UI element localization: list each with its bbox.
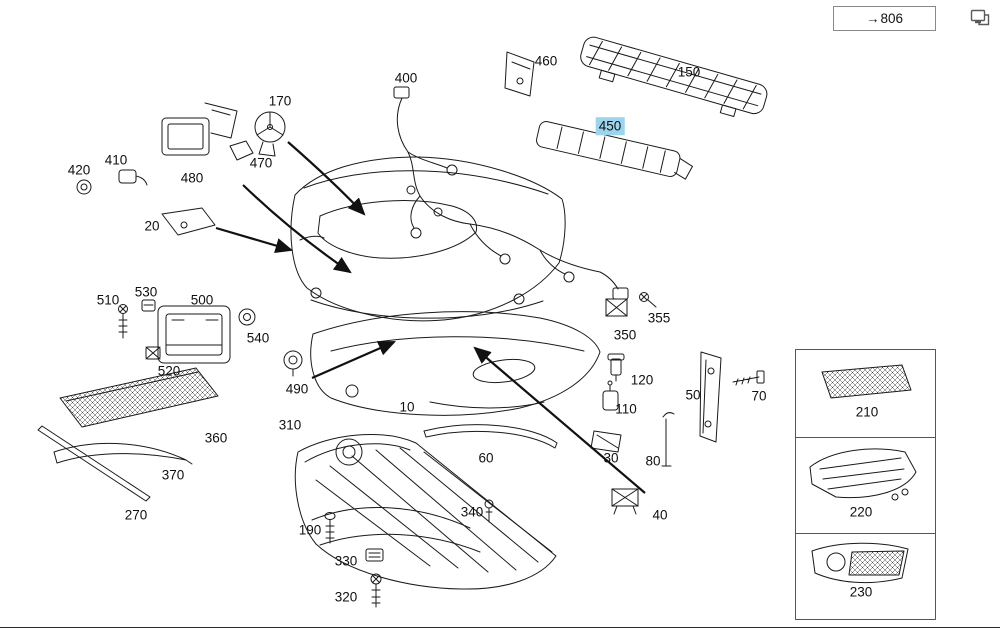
page-bottom-border [0,627,1000,628]
part-label-320[interactable]: 320 [334,589,358,605]
part-label-50[interactable]: 50 [685,387,701,403]
part-label-330[interactable]: 330 [334,553,358,569]
part-label-340[interactable]: 340 [460,504,484,520]
part-label-20[interactable]: 20 [144,218,160,234]
part-label-310[interactable]: 310 [278,417,302,433]
part-label-400[interactable]: 400 [394,70,418,86]
variant-cell-210[interactable] [796,350,935,437]
print-icon[interactable] [968,8,992,28]
part-label-120[interactable]: 120 [630,372,654,388]
nav-diagram-number: 806 [880,11,904,26]
part-label-60[interactable]: 60 [478,450,494,466]
part-label-40[interactable]: 40 [652,507,668,523]
part-label-230[interactable]: 230 [849,584,873,600]
part-label-210[interactable]: 210 [855,404,879,420]
part-label-70[interactable]: 70 [751,388,767,404]
part-label-270[interactable]: 270 [124,507,148,523]
part-label-490[interactable]: 490 [285,381,309,397]
part-label-190[interactable]: 190 [298,522,322,538]
part-label-150[interactable]: 150 [677,64,701,80]
part-label-170[interactable]: 170 [268,93,292,109]
variant-cell-230[interactable] [796,533,935,619]
part-label-530[interactable]: 530 [134,284,158,300]
part-label-355[interactable]: 355 [647,310,671,326]
part-label-10[interactable]: 10 [399,399,415,415]
part-label-500[interactable]: 500 [190,292,214,308]
part-label-480[interactable]: 480 [180,170,204,186]
part-label-510[interactable]: 510 [96,292,120,308]
part-label-420[interactable]: 420 [67,162,91,178]
part-label-30[interactable]: 30 [603,450,619,466]
part-label-370[interactable]: 370 [161,467,185,483]
part-label-220[interactable]: 220 [849,504,873,520]
part-label-350[interactable]: 350 [613,327,637,343]
part-label-450[interactable]: 450 [595,117,625,135]
part-label-80[interactable]: 80 [645,453,661,469]
part-label-460[interactable]: 460 [534,53,558,69]
part-label-540[interactable]: 540 [246,330,270,346]
related-diagram-link[interactable]: → 806 [833,6,936,31]
part-label-110[interactable]: 110 [615,401,637,417]
part-label-470[interactable]: 470 [249,155,273,171]
part-label-520[interactable]: 520 [157,363,181,379]
nav-arrow-icon: → [865,11,880,26]
part-label-360[interactable]: 360 [204,430,228,446]
part-label-410[interactable]: 410 [104,152,128,168]
